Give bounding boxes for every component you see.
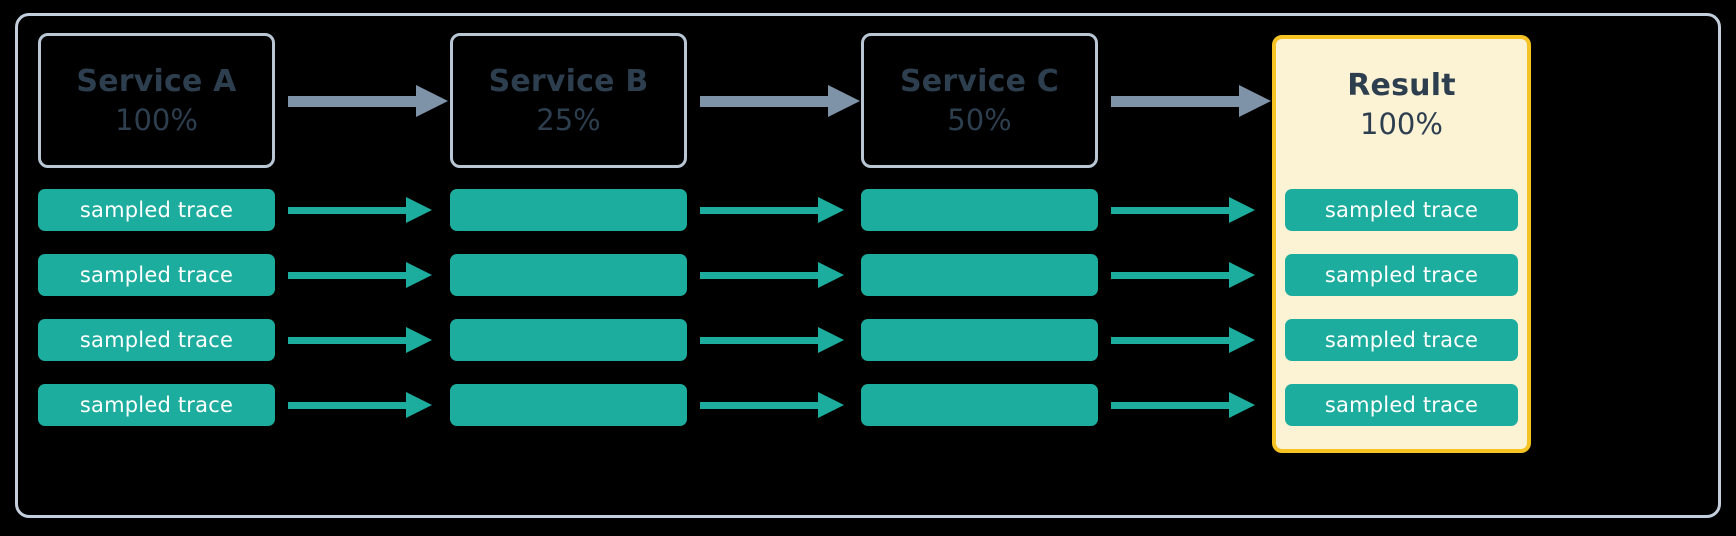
service-name-label: Service A [76, 63, 237, 99]
trace-box [450, 384, 687, 426]
arrow-shaft [1111, 96, 1243, 107]
service-name-label: Service B [488, 63, 649, 99]
diagram-outer-frame [15, 13, 1721, 518]
trace-box [450, 254, 687, 296]
trace-box: sampled trace [38, 384, 275, 426]
arrow-head [1229, 262, 1255, 288]
arrow-head [1239, 85, 1271, 117]
arrow-head [1229, 392, 1255, 418]
trace-box: sampled trace [1285, 254, 1518, 296]
service-rate-label: 50% [947, 102, 1012, 137]
service-rate-label: 25% [536, 102, 601, 137]
arrow-head [818, 197, 844, 223]
trace-box [450, 189, 687, 231]
service-name-label: Service C [900, 63, 1059, 99]
arrow-head [818, 327, 844, 353]
service-box-service-c: Service C 50% [861, 33, 1098, 168]
result-name-label: Result [1347, 68, 1456, 104]
arrow-shaft [288, 402, 410, 409]
arrow-head [416, 85, 448, 117]
arrow-head [406, 197, 432, 223]
trace-box: sampled trace [1285, 319, 1518, 361]
service-box-service-b: Service B 25% [450, 33, 687, 168]
trace-box: sampled trace [1285, 189, 1518, 231]
arrow-shaft [288, 96, 420, 107]
arrow-shaft [1111, 402, 1233, 409]
arrow-shaft [1111, 337, 1233, 344]
result-box-header: Result 100% [1272, 45, 1531, 165]
trace-box [450, 319, 687, 361]
trace-box: sampled trace [38, 319, 275, 361]
service-rate-label: 100% [115, 102, 198, 137]
trace-box: sampled trace [1285, 384, 1518, 426]
arrow-shaft [700, 337, 822, 344]
service-box-service-a: Service A 100% [38, 33, 275, 168]
trace-box [861, 319, 1098, 361]
result-highlight-panel [1272, 35, 1531, 453]
trace-box [861, 384, 1098, 426]
arrow-shaft [700, 96, 832, 107]
trace-box: sampled trace [38, 189, 275, 231]
arrow-head [406, 392, 432, 418]
trace-box [861, 189, 1098, 231]
arrow-shaft [1111, 207, 1233, 214]
arrow-head [1229, 327, 1255, 353]
arrow-head [406, 262, 432, 288]
arrow-head [1229, 197, 1255, 223]
arrow-shaft [700, 207, 822, 214]
arrow-shaft [1111, 272, 1233, 279]
arrow-shaft [288, 207, 410, 214]
arrow-shaft [700, 402, 822, 409]
trace-box [861, 254, 1098, 296]
arrow-shaft [288, 272, 410, 279]
arrow-shaft [288, 337, 410, 344]
arrow-shaft [700, 272, 822, 279]
trace-box: sampled trace [38, 254, 275, 296]
arrow-head [406, 327, 432, 353]
arrow-head [818, 262, 844, 288]
result-rate-label: 100% [1360, 107, 1443, 142]
arrow-head [828, 85, 860, 117]
arrow-head [818, 392, 844, 418]
